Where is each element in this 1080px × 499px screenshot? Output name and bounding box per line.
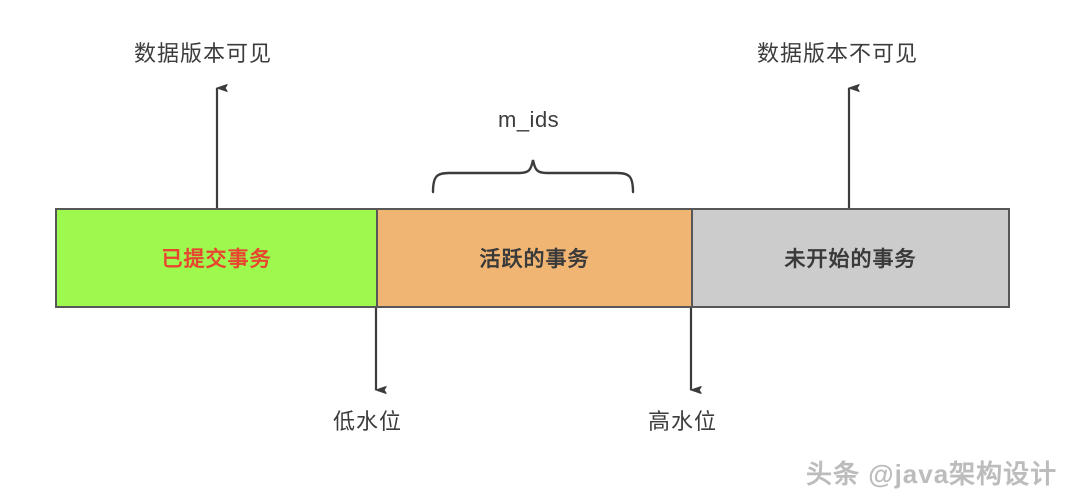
watermark: 头条 @java架构设计 [806,459,1058,489]
segment-active-transactions: 活跃的事务 [378,210,693,306]
segment-committed-transactions: 已提交事务 [57,210,378,306]
label-m-ids: m_ids [498,107,560,132]
label-high-water-mark: 高水位 [648,409,718,434]
segment-committed-label: 已提交事务 [161,248,272,271]
segment-active-label: 活跃的事务 [479,248,590,271]
label-data-version-visible: 数据版本可见 [134,41,273,66]
segment-not-started-label: 未开始的事务 [784,248,917,271]
segment-not-started-transactions: 未开始的事务 [693,210,1008,306]
curly-brace-m-ids [431,159,635,194]
label-low-water-mark: 低水位 [333,409,403,434]
transaction-timeline-bar: 已提交事务 活跃的事务 未开始的事务 [55,208,1010,308]
label-data-version-invisible: 数据版本不可见 [757,41,919,66]
